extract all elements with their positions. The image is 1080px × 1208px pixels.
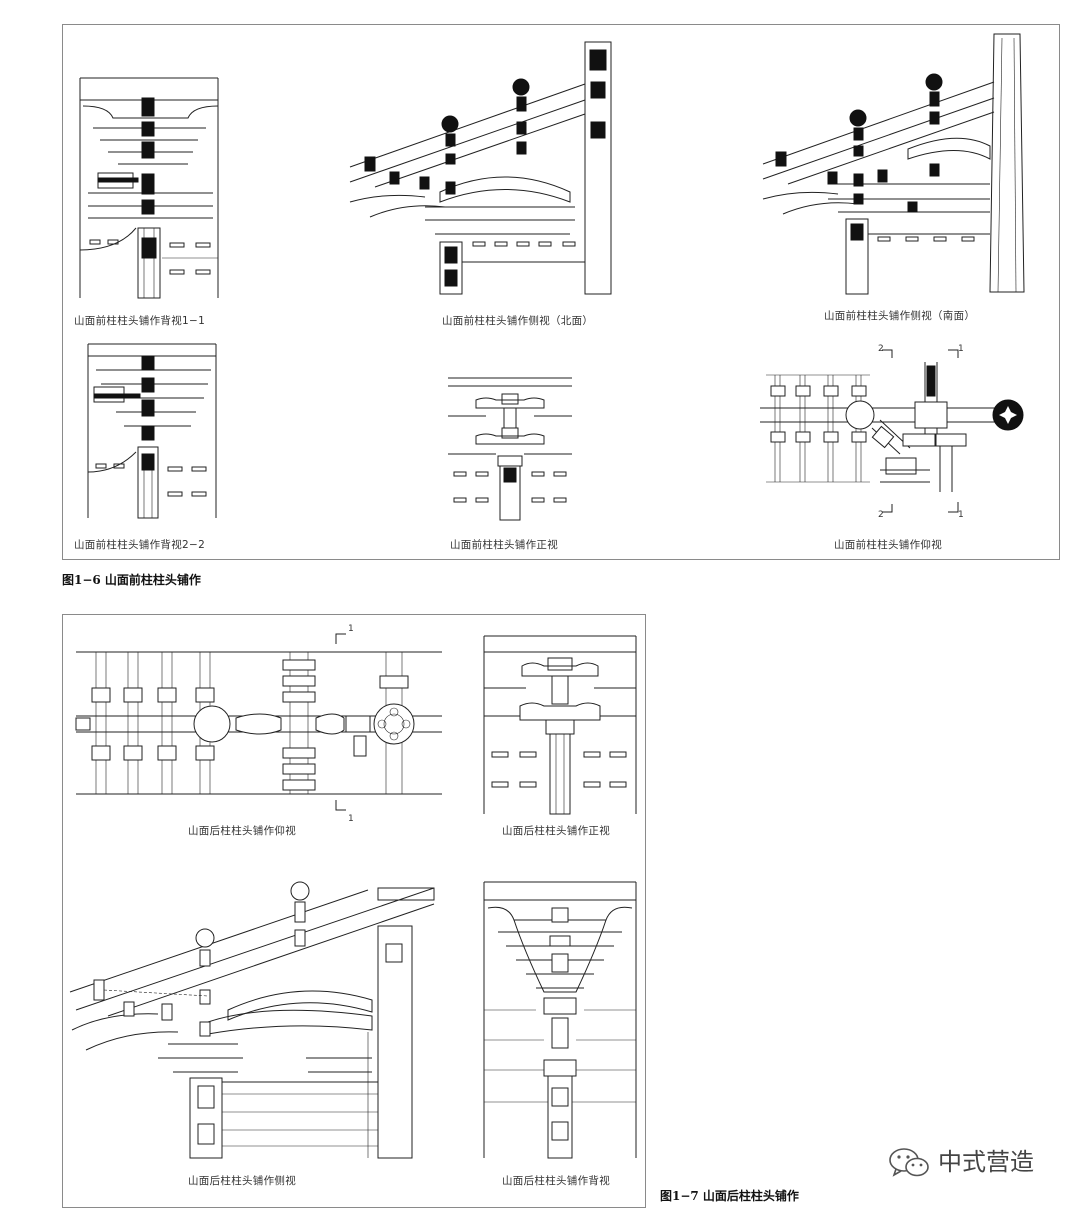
panel-caption: 山面前柱柱头铺作背视2−2 [74, 539, 206, 551]
drawing-side [68, 881, 440, 1159]
section-mark-2-bottom: 2 [878, 510, 884, 520]
section-mark-1-bottom: 1 [348, 814, 354, 824]
figure-1-7-frame [62, 614, 646, 1208]
drawing-bottom-view: 2 1 2 1 [760, 342, 1032, 520]
wechat-icon [889, 1148, 929, 1177]
drawing-bottom-view: 1 1 [75, 624, 442, 830]
section-mark-1-top: 1 [348, 624, 354, 634]
figure-caption: 图1−6 山面前柱柱头铺作 [62, 573, 201, 587]
watermark-text: 中式营造 [938, 1148, 1034, 1176]
drawing-front [483, 635, 637, 815]
drawing-back-2-2 [86, 342, 220, 519]
drawing-back [483, 880, 637, 1159]
panel-caption: 山面后柱柱头铺作仰视 [188, 825, 296, 837]
section-mark-2-top: 2 [878, 344, 884, 354]
panel-caption: 山面前柱柱头铺作正视 [450, 539, 558, 551]
drawing-side-north [345, 41, 615, 295]
section-mark-1-top: 1 [958, 344, 964, 354]
drawing-front [446, 376, 574, 521]
panel-caption: 山面后柱柱头铺作背视 [502, 1175, 610, 1187]
panel-caption: 山面前柱柱头铺作仰视 [834, 539, 942, 551]
section-mark-1-bottom: 1 [958, 510, 964, 520]
drawing-side-south [758, 33, 1030, 295]
panel-caption: 山面前柱柱头铺作侧视（南面） [824, 310, 976, 322]
panel-caption: 山面前柱柱头铺作侧视（北面） [442, 315, 594, 327]
panel-caption: 山面后柱柱头铺作正视 [502, 825, 610, 837]
figure-caption: 图1−7 山面后柱柱头铺作 [660, 1189, 799, 1203]
panel-caption: 山面后柱柱头铺作侧视 [188, 1175, 296, 1187]
drawing-back-1-1 [78, 77, 223, 299]
panel-caption: 山面前柱柱头铺作背视1−1 [74, 315, 206, 327]
